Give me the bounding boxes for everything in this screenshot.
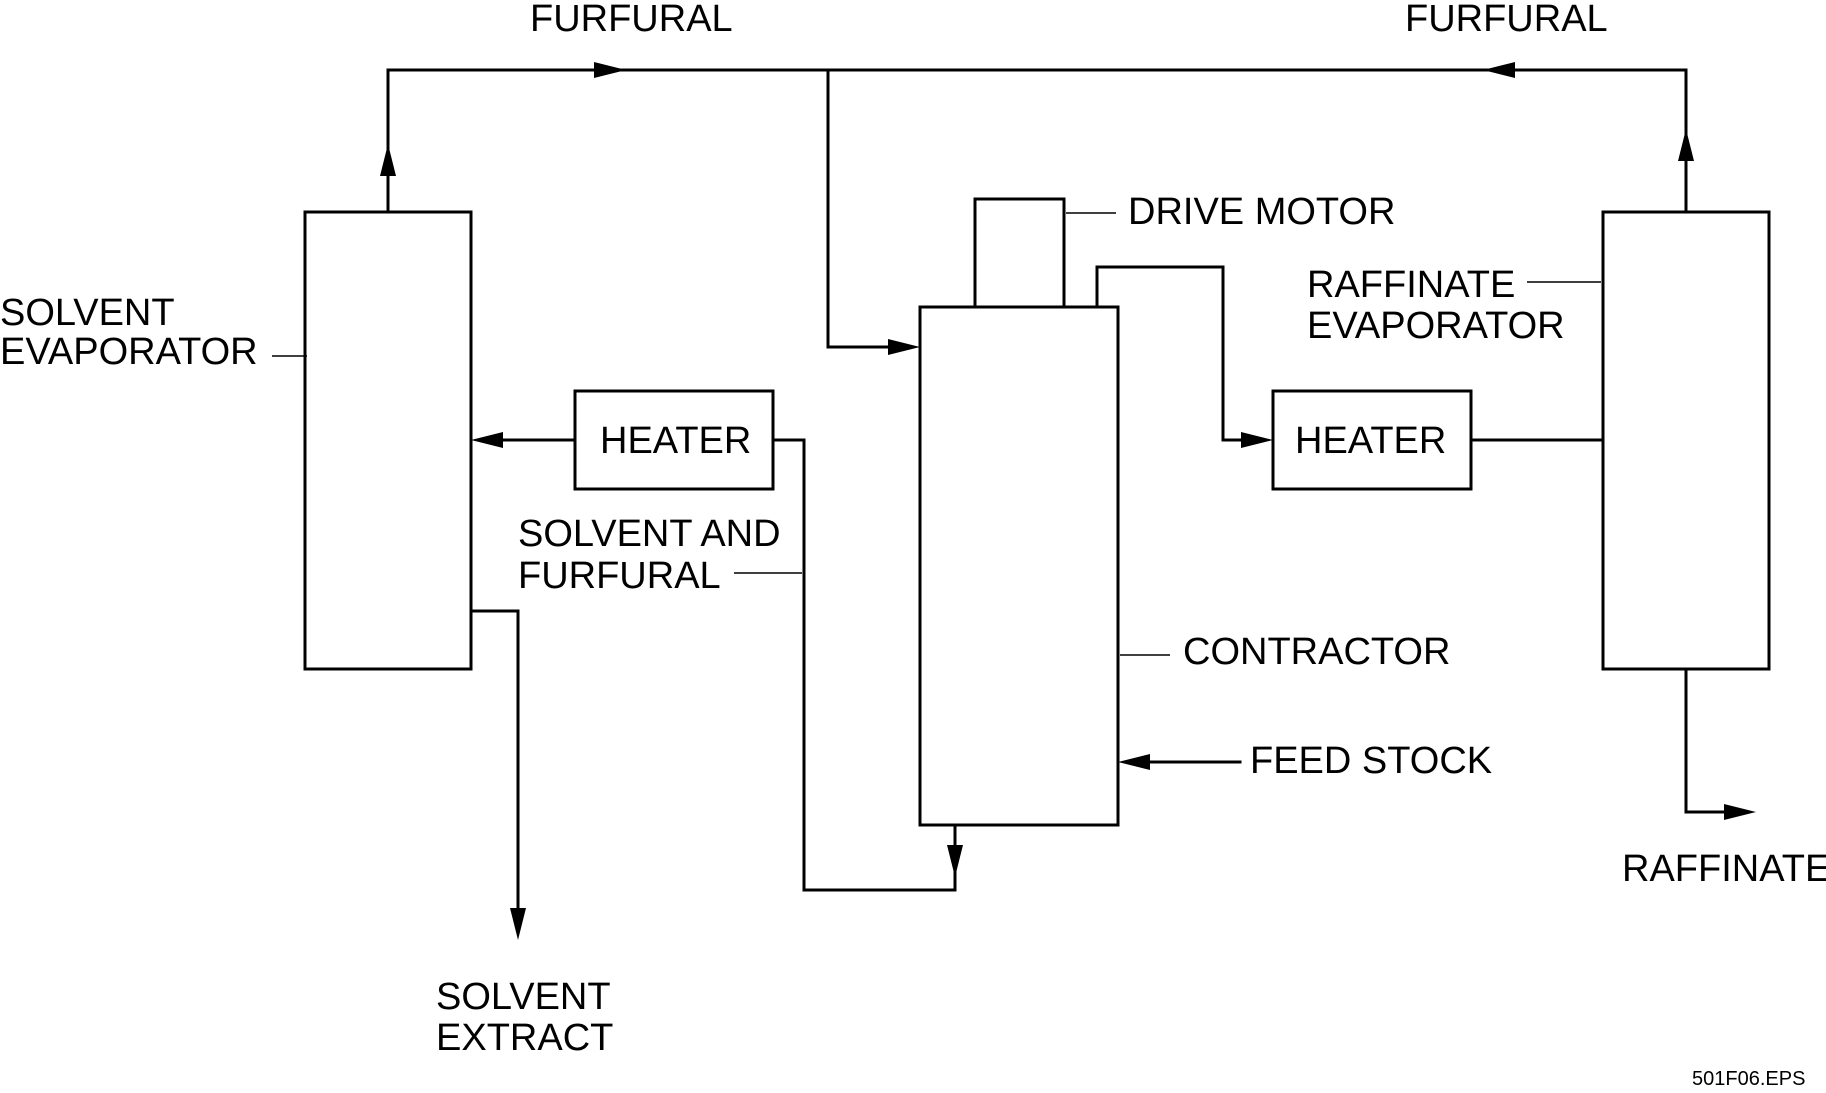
arrow-right-furfural-left bbox=[594, 62, 626, 78]
drive-motor-box bbox=[973, 197, 1066, 309]
feed-stock-label: FEED STOCK bbox=[1250, 740, 1492, 782]
arrow-down-solvent-extract bbox=[510, 908, 526, 940]
solvent-evaporator-label-line1: SOLVENT bbox=[0, 292, 175, 334]
arrow-up-raffinate-evaporator bbox=[1678, 129, 1694, 161]
furfural-label-right: FURFURAL bbox=[1405, 0, 1608, 40]
solvent-extract-label-line1: SOLVENT bbox=[436, 976, 611, 1018]
contractor-label: CONTRACTOR bbox=[1183, 631, 1450, 673]
raffinate-outlet-line bbox=[1684, 667, 1744, 814]
heater-right-label: HEATER bbox=[1295, 420, 1446, 462]
raffinate-evaporator-label-line1: RAFFINATE bbox=[1307, 264, 1515, 306]
arrow-into-contractor-feed bbox=[1118, 754, 1150, 770]
arrow-right-raffinate bbox=[1724, 804, 1756, 820]
solvent-evaporator-label-line2: EVAPORATOR bbox=[0, 331, 258, 373]
raffinate-evaporator-label-line2: EVAPORATOR bbox=[1307, 305, 1565, 347]
furfural-to-contractor-line bbox=[826, 68, 907, 349]
solvent-and-furfural-label-line2: FURFURAL bbox=[518, 555, 721, 597]
solvent-and-furfural-label-line1: SOLVENT AND bbox=[518, 513, 781, 555]
arrow-into-contractor bbox=[888, 339, 920, 355]
arrow-left-furfural-right bbox=[1483, 62, 1515, 78]
arrow-into-solvent-evaporator bbox=[471, 432, 503, 448]
contractor-to-heater-line bbox=[1095, 265, 1260, 442]
arrow-down-contractor-bottom bbox=[947, 845, 963, 877]
solvent-evaporator-vessel bbox=[303, 210, 473, 671]
drive-motor-label: DRIVE MOTOR bbox=[1128, 191, 1395, 233]
arrow-into-right-heater bbox=[1241, 432, 1273, 448]
arrow-up-solvent-evaporator bbox=[380, 144, 396, 176]
heater-left-label: HEATER bbox=[600, 420, 751, 462]
solvent-extract-line bbox=[469, 609, 520, 914]
heater-right-box bbox=[1271, 389, 1473, 491]
solvent-extract-label-line2: EXTRACT bbox=[436, 1017, 613, 1059]
raffinate-label: RAFFINATE bbox=[1622, 848, 1826, 890]
furfural-header-line bbox=[386, 68, 1688, 214]
file-name-label: 501F06.EPS bbox=[1692, 1068, 1805, 1090]
furfural-label-left: FURFURAL bbox=[530, 0, 733, 40]
raffinate-evaporator-vessel bbox=[1601, 210, 1771, 671]
heater-left-box bbox=[573, 389, 775, 491]
contractor-vessel bbox=[918, 305, 1120, 827]
